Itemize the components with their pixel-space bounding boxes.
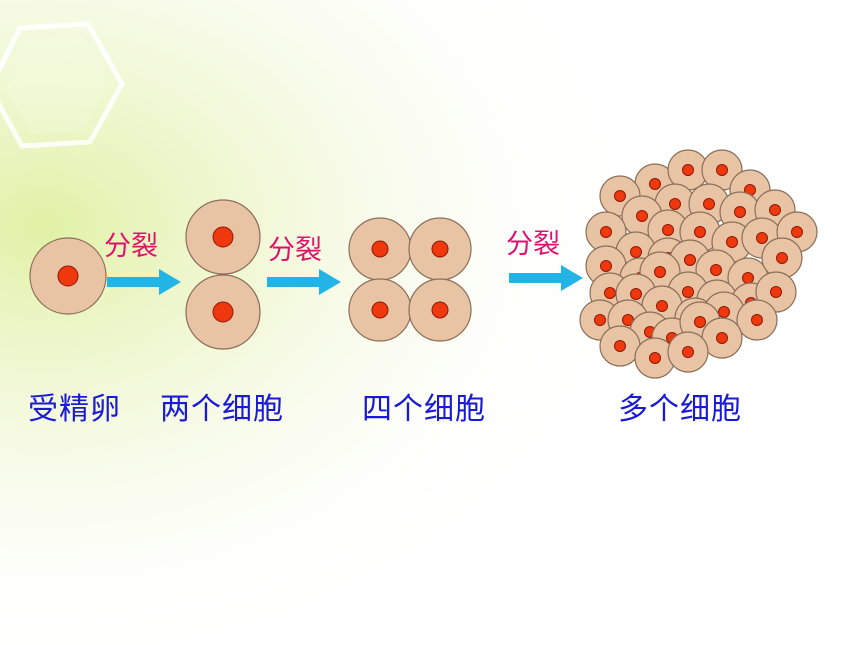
cell-nucleus	[431, 240, 449, 258]
many-cells-cell	[667, 331, 709, 373]
cell-nucleus	[716, 164, 728, 176]
cell-nucleus	[694, 316, 706, 328]
two-cells-cell-1	[185, 199, 261, 275]
many-cells-cell	[736, 299, 778, 341]
arrow-label-1: 分裂	[104, 231, 158, 262]
cell-nucleus	[682, 164, 694, 176]
division-arrow-3	[509, 265, 583, 291]
cell-nucleus	[600, 260, 612, 272]
cell-nucleus	[649, 352, 661, 364]
cell-nucleus	[614, 340, 626, 352]
cell-nucleus	[718, 306, 730, 318]
cell-nucleus	[716, 332, 728, 344]
two-cells-cell-2	[185, 274, 261, 350]
four-cells-cell-3	[348, 278, 412, 342]
cell-nucleus	[212, 301, 234, 323]
cell-nucleus	[710, 264, 722, 276]
cell-nucleus	[57, 265, 79, 287]
hexagon-decoration	[0, 21, 125, 149]
cell-nucleus	[756, 232, 768, 244]
cell-nucleus	[636, 210, 648, 222]
cell-nucleus	[734, 206, 746, 218]
cell-nucleus	[751, 314, 763, 326]
cell-nucleus	[431, 301, 449, 319]
cell-nucleus	[371, 301, 389, 319]
many-cells-cell	[761, 237, 803, 279]
arrow-label-2: 分裂	[268, 235, 322, 266]
four-cells-cell-2	[408, 217, 472, 281]
cell-nucleus	[770, 286, 782, 298]
cell-nucleus	[594, 314, 606, 326]
cell-nucleus	[776, 252, 788, 264]
many-cells-cell	[634, 337, 676, 379]
cell-nucleus	[654, 266, 666, 278]
division-arrow-2	[267, 269, 341, 295]
four-cells-cell-4	[408, 278, 472, 342]
cell-nucleus	[682, 286, 694, 298]
zygote-cell	[29, 237, 107, 315]
cell-nucleus	[600, 226, 612, 238]
cell-nucleus	[662, 224, 674, 236]
stage-label-two-cells: 两个细胞	[160, 392, 284, 427]
many-cells-cell	[599, 325, 641, 367]
hexagon-decoration-inner	[6, 36, 108, 134]
cell-nucleus	[371, 240, 389, 258]
division-arrow-1	[107, 269, 181, 295]
cell-nucleus	[656, 300, 668, 312]
cell-nucleus	[684, 254, 696, 266]
cell-nucleus	[694, 226, 706, 238]
cell-nucleus	[630, 246, 642, 258]
cell-nucleus	[630, 288, 642, 300]
arrow-label-3: 分裂	[506, 229, 560, 260]
cell-nucleus	[682, 346, 694, 358]
four-cells-cell-1	[348, 217, 412, 281]
cell-nucleus	[614, 190, 626, 202]
stage-label-many-cells: 多个细胞	[618, 392, 742, 427]
cell-nucleus	[769, 204, 781, 216]
cell-nucleus	[649, 178, 661, 190]
cell-nucleus	[703, 198, 715, 210]
many-cells-cell	[667, 149, 709, 191]
stage-label-four-cells: 四个细胞	[362, 392, 486, 427]
cell-nucleus	[726, 236, 738, 248]
cell-nucleus	[742, 272, 754, 284]
cell-nucleus	[791, 226, 803, 238]
cell-nucleus	[669, 198, 681, 210]
cell-nucleus	[212, 226, 234, 248]
stage-label-zygote: 受精卵	[28, 392, 121, 427]
cell-nucleus	[604, 287, 616, 299]
